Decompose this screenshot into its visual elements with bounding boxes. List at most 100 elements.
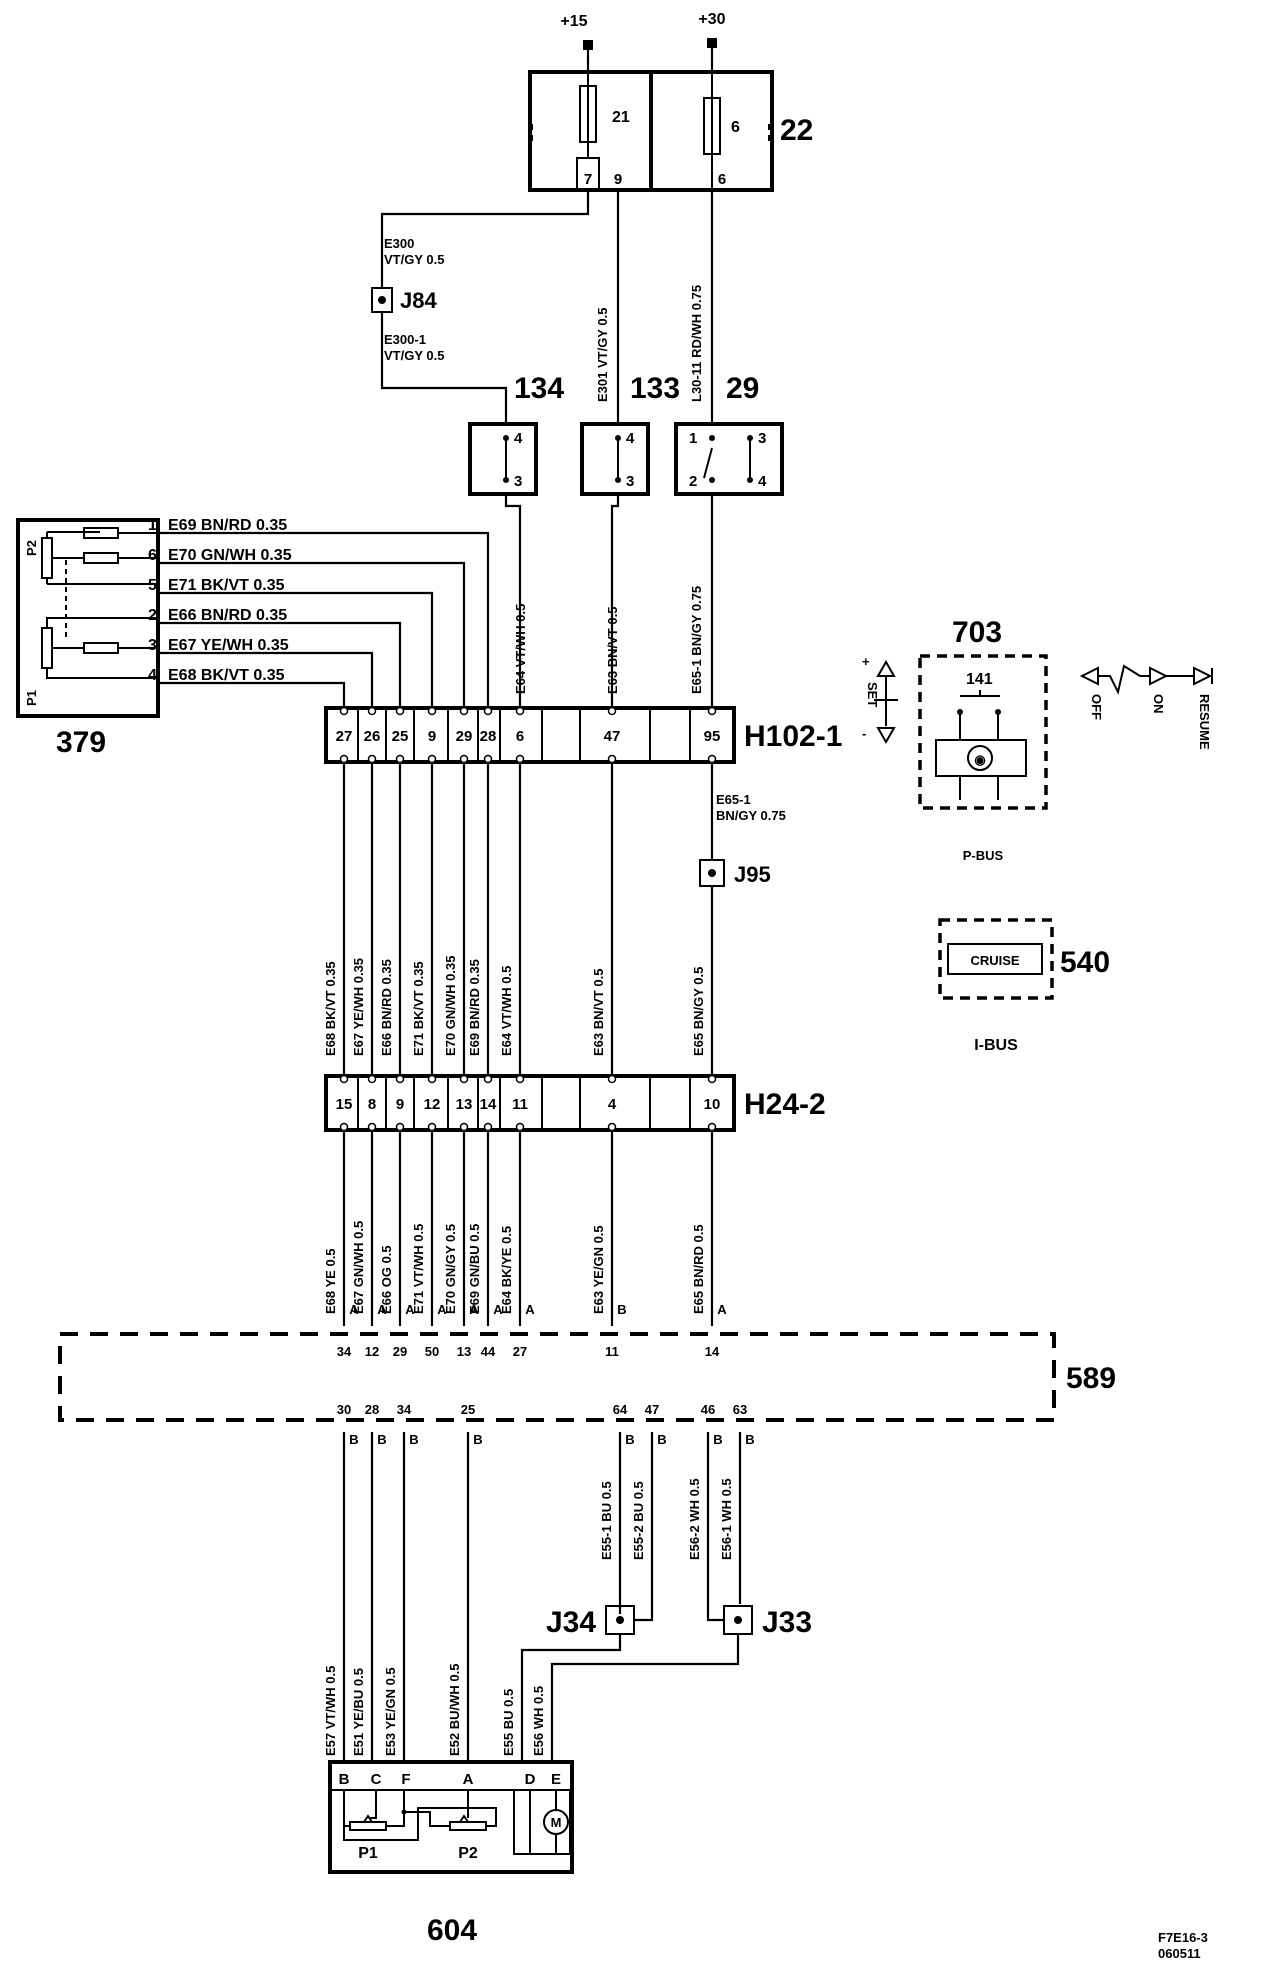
c604-id: 604 bbox=[427, 1914, 477, 1947]
ecu589-bot-pin-6: 46 bbox=[701, 1402, 715, 1417]
c703-bulb-icon: ◉ bbox=[974, 752, 985, 767]
h102-pin-2: 25 bbox=[392, 728, 409, 745]
c379-row-pin-2: 6 bbox=[148, 547, 157, 564]
c540-label: CRUISE bbox=[970, 953, 1019, 968]
e55-1-label: E55-1 BU 0.5 bbox=[599, 1481, 614, 1560]
h24-pin-3: 12 bbox=[424, 1096, 441, 1113]
fuse-21-label: 21 bbox=[612, 109, 630, 126]
switch-133: 133 4 3 bbox=[580, 372, 680, 496]
upper-vertical-wires: E64 VT/WH 0.5 E63 BN/VT 0.5 E65-1 BN/GY … bbox=[504, 494, 714, 708]
component-540: CRUISE 540 I-BUS bbox=[938, 918, 1110, 1054]
h24-pin-dot-top bbox=[395, 1074, 405, 1084]
ecu589-top-conn-2: A bbox=[405, 1302, 415, 1317]
ecu589-top-conn-4: A bbox=[469, 1302, 479, 1317]
c703-id: 703 bbox=[952, 616, 1002, 649]
h102-pin-dot-top bbox=[483, 706, 493, 716]
h102-pin-8: 95 bbox=[704, 728, 721, 745]
h102-pin-dot-bottom bbox=[607, 754, 617, 764]
ecu589-bot-conn-1: B bbox=[377, 1432, 386, 1447]
fusebox-22: 21 6 7 9 6 22 bbox=[528, 70, 813, 192]
s134-p4: 4 bbox=[514, 430, 523, 447]
h24-pin-4: 13 bbox=[456, 1096, 473, 1113]
h24-pin-2: 9 bbox=[396, 1096, 404, 1113]
ecu589-top-pin-8: 14 bbox=[705, 1344, 720, 1359]
h24-pin-dot-bottom bbox=[339, 1122, 349, 1132]
e300-1-spec: VT/GY 0.5 bbox=[384, 348, 444, 363]
e56-label: E56 WH 0.5 bbox=[531, 1686, 546, 1756]
e65-1-side-l1: E65-1 bbox=[716, 792, 751, 807]
h24-pin-6: 11 bbox=[512, 1096, 528, 1113]
h102-pin-dot-bottom bbox=[483, 754, 493, 764]
e51-label: E51 YE/BU 0.5 bbox=[351, 1668, 366, 1756]
low-wire-label-6: E64 BK/YE 0.5 bbox=[499, 1226, 514, 1314]
set-minus: - bbox=[862, 726, 866, 741]
e63-upper-label: E63 BN/VT 0.5 bbox=[605, 607, 620, 694]
plus15-label: +15 bbox=[560, 13, 587, 30]
h24-id: H24-2 bbox=[744, 1088, 826, 1121]
low-wire-label-2: E66 OG 0.5 bbox=[379, 1245, 394, 1314]
c379-row-pin-6: 4 bbox=[148, 667, 157, 684]
e65-1-side-l2: BN/GY 0.75 bbox=[716, 808, 786, 823]
ecu589-top-conn-3: A bbox=[437, 1302, 447, 1317]
h102-pin-dot-top bbox=[395, 706, 405, 716]
set-plus: + bbox=[862, 654, 870, 669]
e55-label: E55 BU 0.5 bbox=[501, 1689, 516, 1756]
switch-134: 134 4 3 bbox=[468, 372, 564, 496]
h102-pin-dot-top bbox=[607, 706, 617, 716]
h24-pin-dot-top bbox=[607, 1074, 617, 1084]
terminal-plus30 bbox=[707, 38, 717, 48]
h24-pin-dot-top bbox=[427, 1074, 437, 1084]
low-wire-label-7: E63 YE/GN 0.5 bbox=[591, 1225, 606, 1314]
e300-label: E300 bbox=[384, 236, 414, 251]
s29-p2: 2 bbox=[689, 473, 697, 490]
h24-pin-dot-top bbox=[707, 1074, 717, 1084]
c379-row-pin-3: 5 bbox=[148, 577, 157, 594]
c604-pin-e: E bbox=[551, 1771, 561, 1788]
low-wire-label-3: E71 VT/WH 0.5 bbox=[411, 1224, 426, 1314]
arrow-down-icon bbox=[876, 727, 896, 745]
e57-label: E57 VT/WH 0.5 bbox=[323, 1666, 338, 1756]
e55-2-label: E55-2 BU 0.5 bbox=[631, 1481, 646, 1560]
e55-e56-area: E55-1 BU 0.5 E55-2 BU 0.5 E56-2 WH 0.5 E… bbox=[520, 1432, 812, 1762]
h24-pin-8: 10 bbox=[704, 1096, 721, 1113]
h102-pin-7: 47 bbox=[604, 728, 621, 745]
ecu589-bot-pin-4: 64 bbox=[613, 1402, 628, 1417]
component-604: B C F A D E P1 P2 M 604 bbox=[328, 1760, 574, 1947]
mid-wire-label-2: E66 BN/RD 0.35 bbox=[379, 959, 394, 1056]
ecu589-bot-conn-4: B bbox=[625, 1432, 634, 1447]
c604-pin-b: B bbox=[339, 1771, 350, 1788]
c379-row-label-1: E69 BN/RD 0.35 bbox=[168, 517, 287, 534]
ecu589-bot-conn-0: B bbox=[349, 1432, 358, 1447]
fusebox-id: 22 bbox=[780, 114, 813, 147]
component-379: P2 P1 379 bbox=[16, 518, 160, 759]
mid-wire-label-7: E63 BN/VT 0.5 bbox=[591, 969, 606, 1056]
c604-pin-a: A bbox=[463, 1771, 474, 1788]
ecu589-bot-conn-2: B bbox=[409, 1432, 418, 1447]
ecu589-bot-pin-2: 34 bbox=[397, 1402, 412, 1417]
ecu589-top-pin-2: 29 bbox=[393, 1344, 407, 1359]
h102-pin-0: 27 bbox=[336, 728, 353, 745]
on-label: ON bbox=[1151, 694, 1166, 714]
h24-pin-dot-bottom bbox=[427, 1122, 437, 1132]
h102-pin-dot-top bbox=[367, 706, 377, 716]
resume-label: RESUME bbox=[1197, 694, 1212, 750]
h102-pin-6: 6 bbox=[516, 728, 524, 745]
ecu589-bot-pin-7: 63 bbox=[733, 1402, 747, 1417]
mid-wire-label-8: E65 BN/GY 0.5 bbox=[691, 967, 706, 1056]
h102-id: H102-1 bbox=[744, 720, 842, 753]
switch-134-id: 134 bbox=[514, 372, 564, 405]
e300-1-label: E300-1 bbox=[384, 332, 426, 347]
mid-wire-label-4: E70 GN/WH 0.35 bbox=[443, 956, 458, 1056]
low-wire-label-0: E68 YE 0.5 bbox=[323, 1248, 338, 1314]
c379-row-label-2: E70 GN/WH 0.35 bbox=[168, 547, 292, 564]
fuse-pin-6: 6 bbox=[718, 171, 726, 188]
s133-p3: 3 bbox=[626, 473, 634, 490]
h24-pin-dot-top bbox=[483, 1074, 493, 1084]
c379-row-pin-4: 2 bbox=[148, 607, 157, 624]
c604-pin-f: F bbox=[401, 1771, 410, 1788]
fuse-pin-7: 7 bbox=[584, 171, 592, 188]
ecu589-bot-conn-3: B bbox=[473, 1432, 482, 1447]
